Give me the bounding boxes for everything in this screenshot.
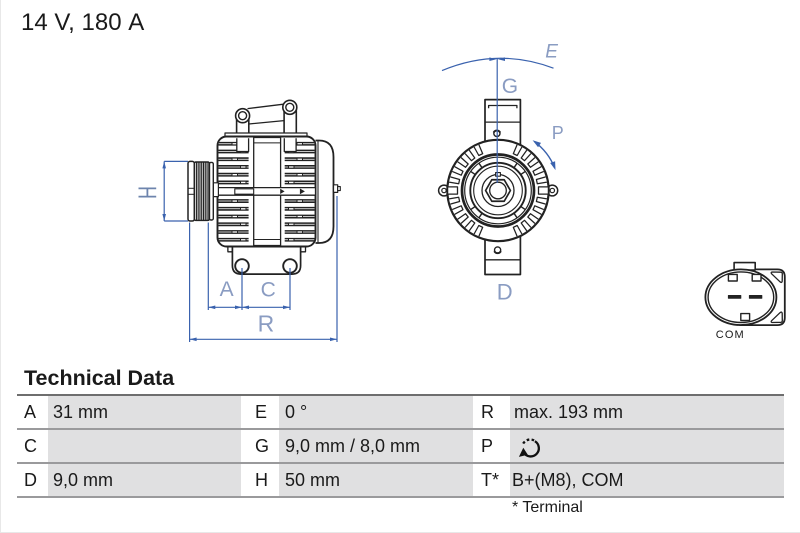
svg-text:P: P [552, 123, 564, 143]
svg-text:A: A [220, 278, 234, 301]
svg-text:G: G [502, 75, 518, 98]
svg-text:R: R [258, 311, 275, 337]
svg-text:C: C [261, 279, 276, 302]
svg-text:E: E [545, 42, 558, 63]
svg-text:COM: COM [716, 329, 745, 341]
svg-text:D: D [497, 280, 513, 305]
